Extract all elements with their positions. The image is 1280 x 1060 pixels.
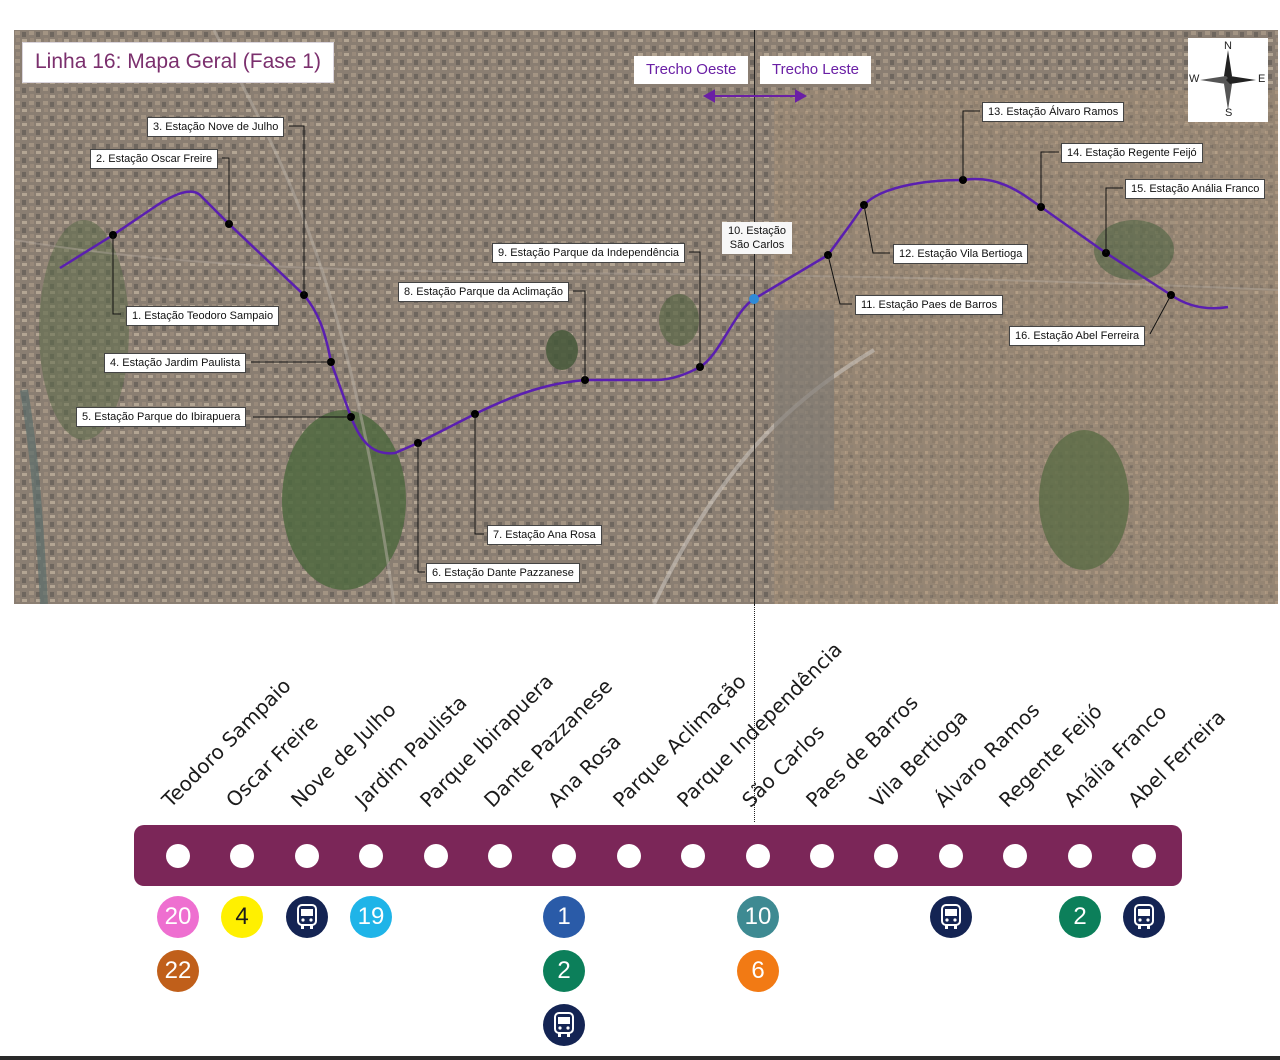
bus-icon xyxy=(286,896,328,938)
diagram-stop-dot xyxy=(359,844,383,868)
diagram-stop-dot xyxy=(295,844,319,868)
diagram-stop-dot xyxy=(681,844,705,868)
map-title: Linha 16: Mapa Geral (Fase 1) xyxy=(22,42,334,83)
connection-line-badge: 22 xyxy=(157,950,199,992)
connection-line-badge: 1 xyxy=(543,896,585,938)
map-label-station-5: 5. Estação Parque do Ibirapuera xyxy=(76,407,247,427)
map-label-station-10: 10. Estação São Carlos xyxy=(722,222,792,254)
trecho-oeste-label: Trecho Oeste xyxy=(634,56,749,84)
diagram-stop-dot xyxy=(746,844,770,868)
diagram-stop-dot xyxy=(230,844,254,868)
compass-s: S xyxy=(1225,107,1233,119)
connection-line-badge: 4 xyxy=(221,896,263,938)
trecho-arrows xyxy=(702,89,808,103)
connection-line-badge: 2 xyxy=(543,950,585,992)
diagram-stop-dot xyxy=(1068,844,1092,868)
map-label-station-9: 9. Estação Parque da Independência xyxy=(492,243,686,263)
diagram-stop-dot xyxy=(166,844,190,868)
map-label-station-7: 7. Estação Ana Rosa xyxy=(487,525,602,545)
map-label-station-16: 16. Estação Abel Ferreira xyxy=(1009,326,1146,346)
bus-icon xyxy=(930,896,972,938)
connection-line-badge: 6 xyxy=(737,950,779,992)
bus-icon xyxy=(1123,896,1165,938)
map-label-station-8: 8. Estação Parque da Aclimação xyxy=(398,282,569,302)
diagram-stop-dot xyxy=(1132,844,1156,868)
green-area-east xyxy=(1039,430,1129,570)
map-background xyxy=(14,30,1278,604)
connection-line-badge: 2 xyxy=(1059,896,1101,938)
map-label-station-6: 6. Estação Dante Pazzanese xyxy=(426,563,580,583)
diagram-stop-dot xyxy=(424,844,448,868)
diagram-stop-dot xyxy=(552,844,576,868)
trecho-leste-label: Trecho Leste xyxy=(760,56,871,84)
diagram-stop-dot xyxy=(488,844,512,868)
map-label-station-14: 14. Estação Regente Feijó xyxy=(1061,143,1203,163)
compass-n: N xyxy=(1224,40,1232,52)
map-label-station-11: 11. Estação Paes de Barros xyxy=(855,295,1004,315)
connection-line-badge: 20 xyxy=(157,896,199,938)
label-leader-lines xyxy=(112,110,1172,573)
map-label-station-3: 3. Estação Nove de Julho xyxy=(147,117,285,137)
connection-line-badge: 19 xyxy=(350,896,392,938)
station-name-label: Paes de Barros xyxy=(801,690,923,812)
map-label-station-15: 15. Estação Anália Franco xyxy=(1125,179,1266,199)
map-label-station-13: 13. Estação Álvaro Ramos xyxy=(982,102,1125,122)
station-name-label: Jardim Paulista xyxy=(350,690,472,812)
diagram-stop-dot xyxy=(939,844,963,868)
map-stop-10 xyxy=(749,294,759,304)
route-line xyxy=(59,177,1229,455)
satellite-map xyxy=(14,30,1278,604)
bottom-rule xyxy=(0,1056,1280,1060)
section-divider-dotted xyxy=(754,604,755,822)
section-divider xyxy=(754,30,755,604)
map-label-station-2: 2. Estação Oscar Freire xyxy=(90,149,219,169)
ibirapuera-park-area xyxy=(282,410,406,590)
compass-e: E xyxy=(1258,73,1266,85)
diagram-stop-dot xyxy=(874,844,898,868)
bus-icon xyxy=(543,1004,585,1046)
route-line-layer xyxy=(59,89,1229,573)
diagram-stop-dot xyxy=(617,844,641,868)
connection-line-badge: 10 xyxy=(737,896,779,938)
map-label-station-1: 1. Estação Teodoro Sampaio xyxy=(126,306,280,326)
diagram-stop-dot xyxy=(1003,844,1027,868)
map-label-station-4: 4. Estação Jardim Paulista xyxy=(104,353,247,373)
compass-rose-icon: N S E W xyxy=(1188,38,1268,122)
compass-w: W xyxy=(1189,73,1200,85)
diagram-stop-dot xyxy=(810,844,834,868)
map-label-station-12: 12. Estação Vila Bertioga xyxy=(893,244,1029,264)
